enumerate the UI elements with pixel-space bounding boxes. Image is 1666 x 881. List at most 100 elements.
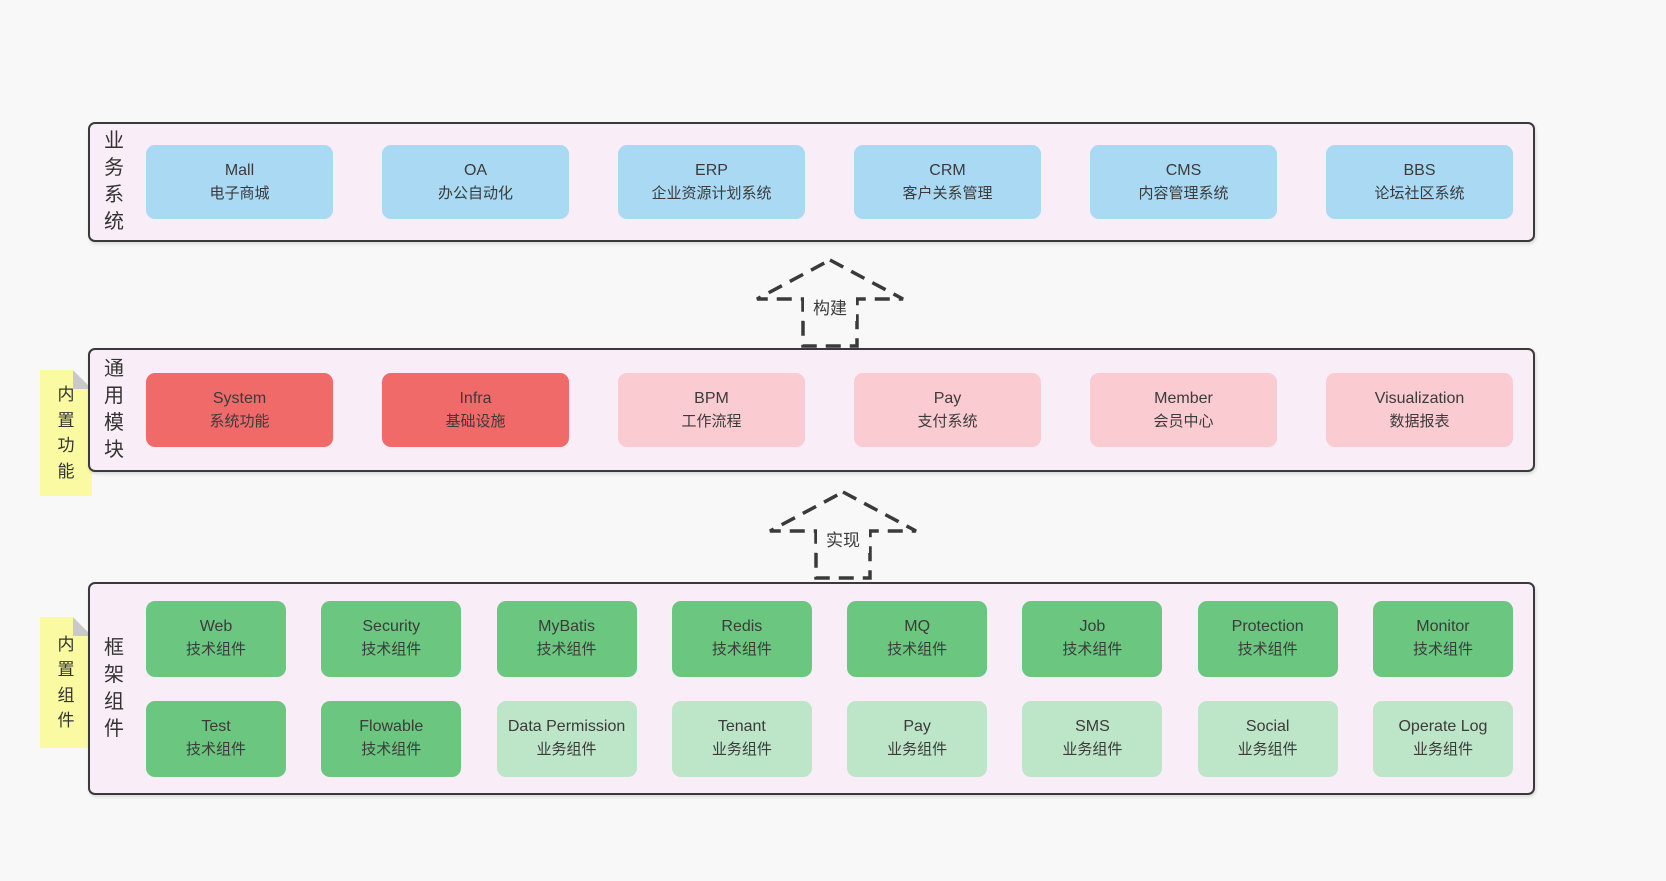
sticky-note-builtin-features: 内置功能 — [40, 370, 92, 496]
box-subtitle: 技术组件 — [185, 641, 246, 659]
module-box-monitor: Monitor 技术组件 — [1372, 600, 1513, 677]
section-rows: System 系统功能 Infra 基础设施 BPM 工作流程 Pay 支付系统 Member 会… — [146, 350, 1513, 470]
box-subtitle: 工作流程 — [681, 412, 742, 430]
box-title: Operate Log — [1398, 718, 1488, 736]
arrow-outline — [769, 490, 917, 580]
box-subtitle: 技术组件 — [711, 641, 772, 659]
module-box-visualization: Visualization 数据报表 — [1326, 373, 1513, 447]
box-subtitle: 业务组件 — [711, 741, 772, 759]
box-title: Infra — [459, 389, 492, 407]
module-box-sms: SMS 业务组件 — [1022, 700, 1163, 777]
module-box-cms: CMS 内容管理系统 — [1090, 145, 1277, 219]
module-box-erp: ERP 企业资源计划系统 — [618, 145, 805, 219]
box-title: Mall — [224, 161, 255, 179]
box-subtitle: 业务组件 — [1062, 741, 1123, 759]
box-subtitle: 技术组件 — [361, 641, 422, 659]
module-box-crm: CRM 客户关系管理 — [854, 145, 1041, 219]
module-box-operate-log: Operate Log 业务组件 — [1372, 700, 1513, 777]
arrow-outline — [756, 258, 904, 348]
arrow-label: 实现 — [826, 531, 860, 550]
box-subtitle: 电子商城 — [209, 184, 270, 202]
box-subtitle: 技术组件 — [361, 741, 422, 759]
box-title: Protection — [1231, 618, 1304, 636]
box-subtitle: 支付系统 — [917, 412, 978, 430]
module-box-social: Social 业务组件 — [1197, 700, 1338, 777]
module-row: Mall 电子商城 OA 办公自动化 ERP 企业资源计划系统 CRM 客户关系管理 CMS 内容… — [146, 145, 1513, 219]
box-title: CMS — [1165, 161, 1202, 179]
box-title: MyBatis — [538, 618, 596, 636]
box-title: ERP — [695, 161, 728, 179]
box-subtitle: 业务组件 — [1412, 741, 1473, 759]
box-title: Social — [1245, 718, 1290, 736]
box-subtitle: 内容管理系统 — [1138, 184, 1229, 202]
box-subtitle: 业务组件 — [887, 741, 948, 759]
box-title: Job — [1079, 618, 1106, 636]
box-title: Flowable — [359, 718, 424, 736]
box-title: CRM — [929, 161, 966, 179]
sticky-note-label: 内置组件 — [57, 634, 75, 730]
module-box-bbs: BBS 论坛社区系统 — [1326, 145, 1513, 219]
sticky-note-builtin-components: 内置组件 — [40, 617, 92, 748]
box-title: OA — [463, 161, 488, 179]
box-subtitle: 基础设施 — [445, 412, 506, 430]
box-title: Visualization — [1374, 389, 1465, 407]
box-subtitle: 数据报表 — [1389, 412, 1450, 430]
module-box-protection: Protection 技术组件 — [1197, 600, 1338, 677]
box-title: Member — [1154, 389, 1213, 407]
box-subtitle: 技术组件 — [887, 641, 948, 659]
arrow-label: 构建 — [813, 299, 847, 318]
box-title: Monitor — [1416, 618, 1470, 636]
module-box-pay: Pay 支付系统 — [854, 373, 1041, 447]
module-box-oa: OA 办公自动化 — [382, 145, 569, 219]
box-title: BPM — [694, 389, 729, 407]
sticky-note-label: 内置功能 — [57, 385, 75, 481]
module-box-infra: Infra 基础设施 — [382, 373, 569, 447]
box-title: System — [212, 389, 267, 407]
box-subtitle: 企业资源计划系统 — [651, 184, 772, 202]
dashed-up-arrow-build: 构建 — [756, 258, 904, 348]
box-subtitle: 会员中心 — [1153, 412, 1214, 430]
module-box-mq: MQ 技术组件 — [847, 600, 988, 677]
module-box-web: Web 技术组件 — [146, 600, 286, 677]
box-subtitle: 业务组件 — [1237, 741, 1298, 759]
dashed-up-arrow-implement: 实现 — [769, 490, 917, 580]
box-subtitle: 客户关系管理 — [902, 184, 993, 202]
section-label: 框架组件 — [104, 636, 124, 740]
box-title: MQ — [904, 618, 931, 636]
module-box-member: Member 会员中心 — [1090, 373, 1277, 447]
box-subtitle: 技术组件 — [185, 741, 246, 759]
module-box-tenant: Tenant 业务组件 — [671, 700, 812, 777]
module-box-system: System 系统功能 — [146, 373, 333, 447]
module-box-flowable: Flowable 技术组件 — [321, 700, 462, 777]
module-row: System 系统功能 Infra 基础设施 BPM 工作流程 Pay 支付系统 Member 会… — [146, 373, 1513, 447]
box-title: Tenant — [717, 718, 766, 736]
box-title: Pay — [933, 389, 962, 407]
box-subtitle: 论坛社区系统 — [1374, 184, 1465, 202]
box-title: Security — [362, 618, 421, 636]
box-subtitle: 系统功能 — [209, 412, 270, 430]
box-title: SMS — [1075, 718, 1110, 736]
arrow-label-background — [817, 526, 869, 553]
box-title: Web — [199, 618, 233, 636]
box-subtitle: 技术组件 — [1237, 641, 1298, 659]
arrow-label-background — [804, 294, 856, 321]
box-title: Test — [201, 718, 231, 736]
module-box-bpm: BPM 工作流程 — [618, 373, 805, 447]
box-subtitle: 技术组件 — [1412, 641, 1473, 659]
module-box-test: Test 技术组件 — [146, 700, 286, 777]
box-title: Data Permission — [507, 718, 626, 736]
box-title: BBS — [1403, 161, 1436, 179]
module-box-mall: Mall 电子商城 — [146, 145, 333, 219]
box-subtitle: 办公自动化 — [437, 184, 513, 202]
